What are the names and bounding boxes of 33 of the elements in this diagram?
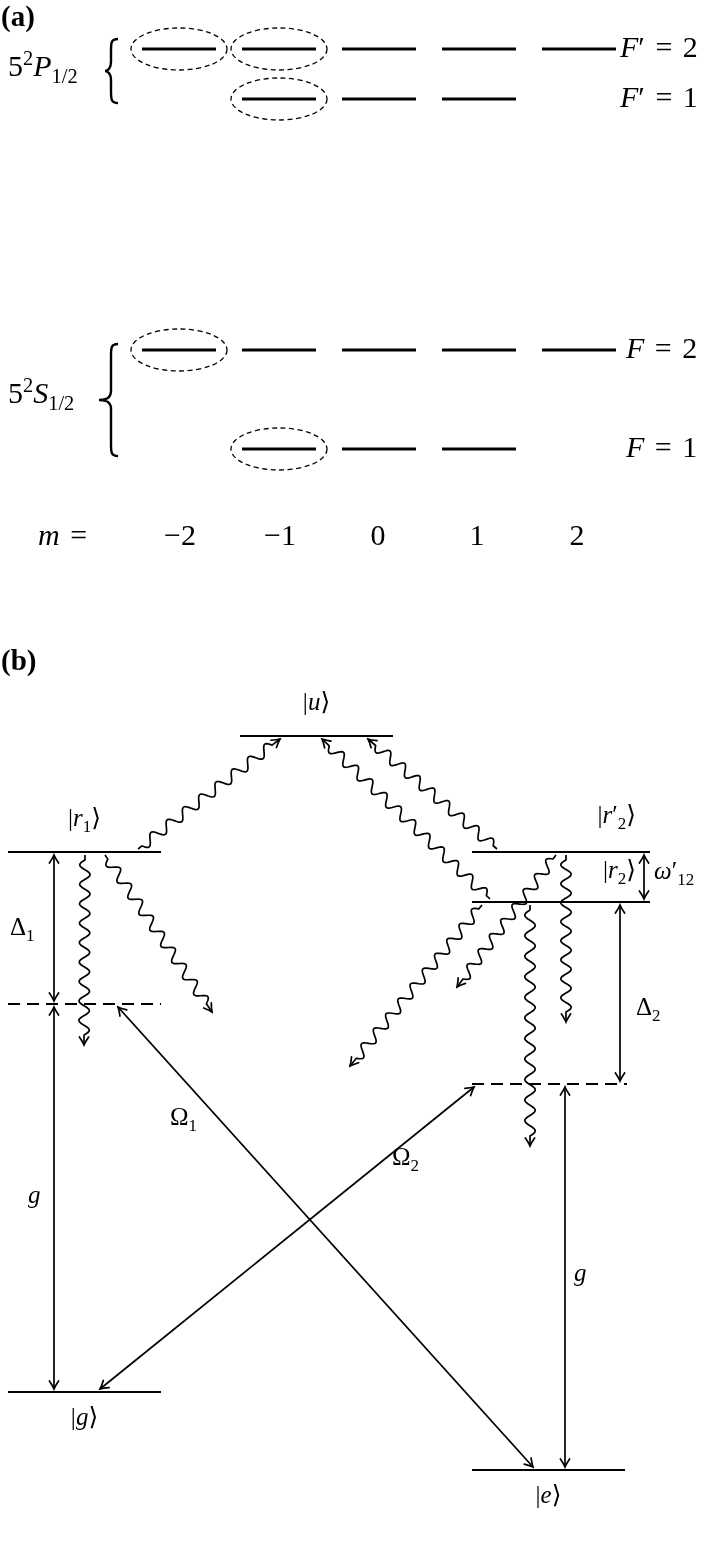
- edge-label: ω′$_{12}$: [654, 857, 695, 886]
- energy-level: [8, 804, 161, 853]
- state-label: |g⟩: [70, 1403, 99, 1432]
- hyperfine-label: F = 1: [626, 430, 698, 465]
- state-label: |r$_{2}$⟩: [603, 856, 636, 885]
- edge-label: Δ$_{1}$: [10, 913, 35, 942]
- quantum-number: 0: [370, 518, 386, 553]
- quantum-number: 2: [569, 518, 585, 553]
- hyperfine-label: F′ = 2: [620, 30, 698, 65]
- state-label: |r′$_{2}$⟩: [597, 801, 636, 830]
- energy-level: [472, 801, 650, 853]
- edge-label: Ω$_{2}$: [392, 1143, 420, 1172]
- term-label: 5$^{2}$P$_{1/2}$: [8, 49, 78, 84]
- dashed-energy-level: [472, 1083, 627, 1085]
- row-label: m =: [38, 518, 88, 553]
- state-label: |u⟩: [302, 688, 331, 717]
- panel-label: (b): [1, 644, 37, 678]
- hyperfine-label: F = 2: [626, 331, 698, 366]
- quantum-number: −1: [264, 518, 296, 553]
- hyperfine-label: F′ = 1: [620, 80, 698, 115]
- energy-level: [240, 688, 393, 737]
- edge-label: Ω$_{1}$: [170, 1103, 198, 1132]
- panel-label: (a): [1, 0, 35, 34]
- term-label: 5$^{2}$S$_{1/2}$: [8, 376, 75, 411]
- edge-label: g: [574, 1259, 587, 1288]
- quantum-number: −2: [164, 518, 196, 553]
- edge-label: Δ$_{2}$: [636, 993, 661, 1022]
- energy-level: [472, 856, 650, 903]
- state-label: |r$_{1}$⟩: [68, 804, 101, 833]
- edge-label: g: [28, 1181, 41, 1210]
- quantum-number: 1: [469, 518, 485, 553]
- dashed-energy-level: [8, 1003, 161, 1005]
- state-label: |e⟩: [535, 1481, 562, 1510]
